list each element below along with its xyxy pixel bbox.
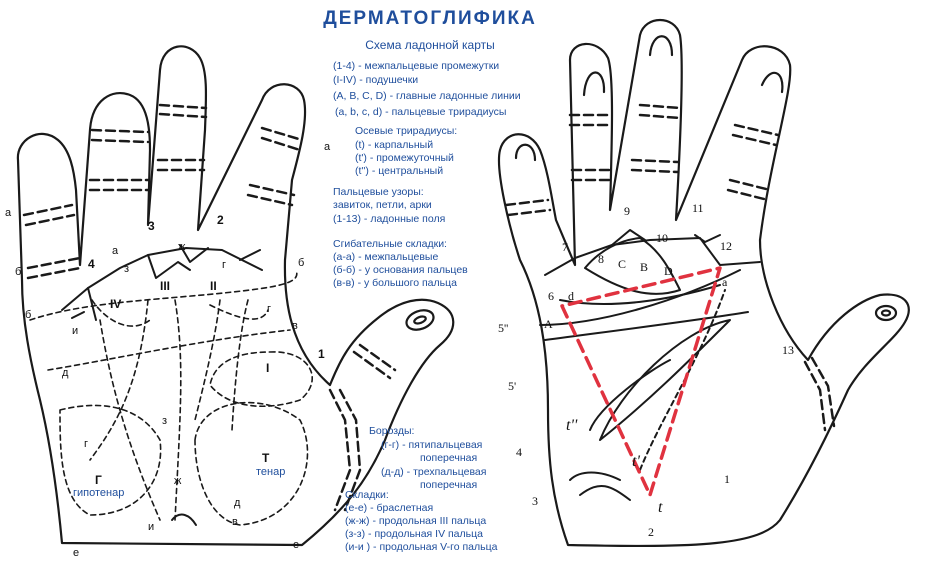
triradius-d: d	[568, 289, 574, 303]
triradius-a: a	[722, 275, 728, 289]
legend-heading: Борозды:	[369, 425, 415, 437]
field-11: 11	[692, 201, 704, 215]
field-2: 2	[648, 525, 654, 539]
thenar-letter: Т	[262, 451, 270, 465]
label-2: 2	[217, 213, 224, 227]
legend-item: (г-г) - пятипальцевая	[381, 439, 483, 451]
line-B: B	[640, 260, 648, 274]
field-9: 9	[624, 204, 630, 218]
triradius-t-prime: t'	[632, 453, 640, 470]
label-b: б	[15, 266, 21, 278]
legend-item: (t') - промежуточный	[355, 152, 454, 164]
legend-item: (t) - карпальный	[355, 139, 434, 151]
legend-item: (а-а) - межпальцевые	[333, 251, 439, 263]
label-a: а	[324, 141, 331, 153]
legend-item: (б-б) - у основания пальцев	[333, 264, 468, 276]
right-hand-outline	[498, 19, 910, 548]
pad-III: III	[160, 279, 170, 293]
label-d: д	[234, 497, 241, 509]
hypothenar-letter: Г	[95, 473, 102, 487]
left-wrist-crease	[171, 513, 197, 526]
field-4: 4	[516, 445, 522, 459]
legend-item: завиток, петли, арки	[333, 199, 432, 211]
legend-item: (1-4) - межпальцевые промежутки	[333, 60, 500, 72]
label-i: и	[72, 325, 78, 337]
legend-item: (a, b, c, d) - пальцевые трирадиусы	[335, 106, 507, 118]
left-palm-dashed	[29, 269, 313, 526]
atd-triangle	[560, 266, 722, 497]
legend-item: поперечная	[420, 479, 478, 491]
field-5pp: 5''	[498, 321, 508, 335]
field-5p: 5'	[508, 379, 516, 393]
right-palm-lines	[539, 229, 761, 501]
label-d: д	[62, 367, 69, 379]
line-C: C	[618, 257, 626, 271]
field-12: 12	[720, 239, 732, 253]
label-v: в	[292, 320, 298, 332]
field-10: 10	[656, 231, 668, 245]
label-z: з	[162, 415, 167, 427]
legend-item: (1-13) - ладонные поля	[333, 213, 446, 225]
label-zh: ж	[178, 241, 186, 253]
right-finger-creases	[504, 103, 836, 432]
legend-item: (A, B, C, D) - главные ладонные линии	[333, 90, 521, 102]
field-1: 1	[724, 472, 730, 486]
label-d: г	[222, 259, 226, 271]
field-8: 8	[598, 252, 604, 266]
label-zh: ж	[174, 475, 182, 487]
legend-heading: Сгибательные складки:	[333, 238, 447, 250]
triradius-t: t	[658, 499, 663, 516]
line-A: A	[544, 317, 553, 331]
label-a: а	[112, 245, 119, 257]
label-g: г	[84, 438, 88, 450]
legend-item: (е-е) - браслетная	[345, 502, 434, 514]
legend-item: (в-в) - у большого пальца	[333, 277, 457, 289]
field-7: 7	[562, 240, 568, 254]
legend-item: (ж-ж) - продольная III пальца	[345, 515, 487, 527]
right-finger-patterns	[405, 35, 898, 331]
page-subtitle: Схема ладонной карты	[365, 38, 495, 52]
legend-heading: Осевые трирадиусы:	[355, 125, 458, 137]
legend-item: (з-з) - продольная IV пальца	[345, 528, 483, 540]
thenar-label: тенар	[256, 466, 285, 478]
line-D: D	[664, 264, 673, 278]
pad-IV: IV	[110, 297, 121, 311]
pad-I: I	[266, 361, 269, 375]
right-palm-dashed	[639, 289, 726, 471]
label-4: 4	[88, 257, 95, 271]
legend-heading: Складки:	[345, 489, 389, 501]
triradius-t-double-prime: t''	[566, 417, 578, 434]
pad-II: II	[210, 279, 217, 293]
left-hand-outline	[16, 45, 455, 547]
label-e: е	[73, 547, 79, 559]
legend-item: (t'') - центральный	[355, 165, 444, 177]
page-title: ДЕРМАТОГЛИФИКА	[323, 8, 537, 29]
field-3: 3	[532, 494, 538, 508]
legend-heading: Пальцевые узоры:	[333, 186, 424, 198]
label-3: 3	[148, 219, 155, 233]
label-z: з	[124, 263, 129, 275]
field-6: 6	[548, 289, 554, 303]
left-hand-labels: а а а б б б в в г г г д д е е ж ж з з и …	[5, 141, 331, 559]
legend-item: (д-д) - трехпальцевая	[381, 466, 487, 478]
label-v: в	[232, 516, 238, 528]
label-a: а	[5, 207, 12, 219]
label-i: и	[148, 521, 154, 533]
label-g: г	[267, 303, 271, 315]
hypothenar-label: гипотенар	[73, 487, 124, 499]
label-b: б	[25, 309, 31, 321]
label-e: е	[293, 539, 299, 551]
label-b: б	[298, 257, 304, 269]
field-13: 13	[782, 343, 794, 357]
left-finger-creases	[22, 103, 397, 512]
legend-item: (и-и ) - продольная V-го пальца	[345, 541, 498, 553]
left-palm-lines	[61, 244, 263, 321]
right-hand-labels: 1 2 3 4 5' 5'' 6 7 8 9 10 11 12 13 A B C…	[498, 201, 794, 539]
legend-item: поперечная	[420, 452, 478, 464]
legend-item: (I-IV) - подушечки	[333, 74, 419, 86]
label-1: 1	[318, 347, 325, 361]
